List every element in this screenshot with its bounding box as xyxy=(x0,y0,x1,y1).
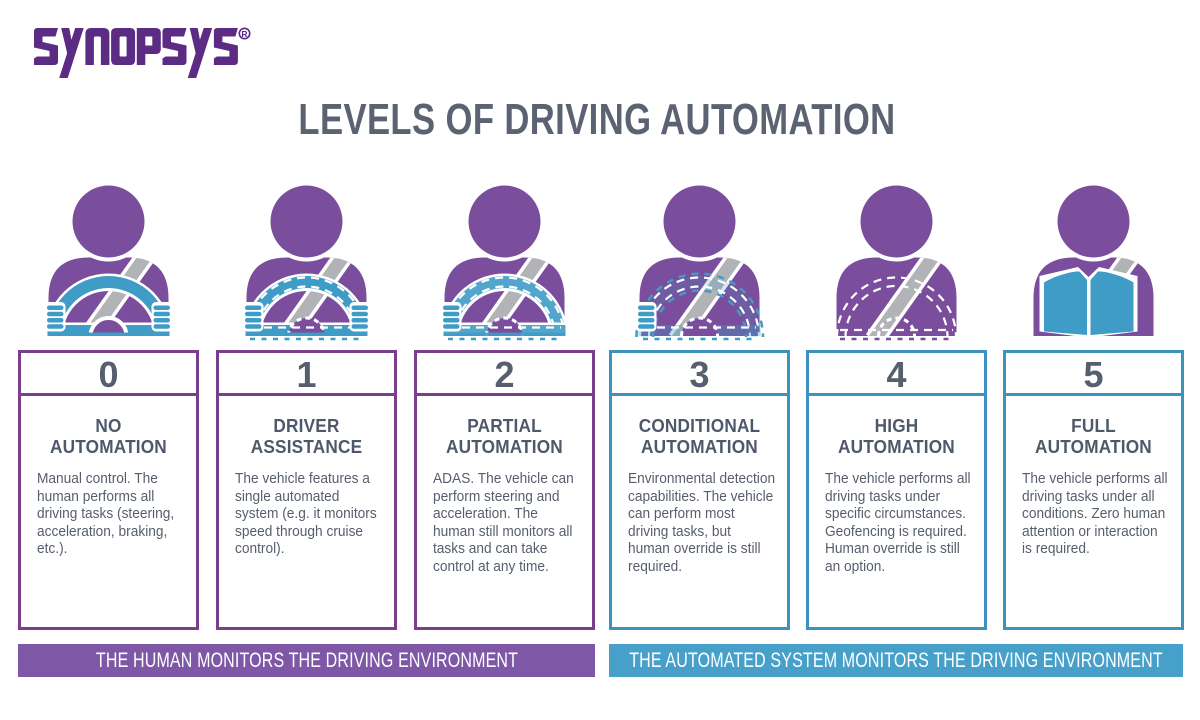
svg-text:R: R xyxy=(241,29,247,39)
